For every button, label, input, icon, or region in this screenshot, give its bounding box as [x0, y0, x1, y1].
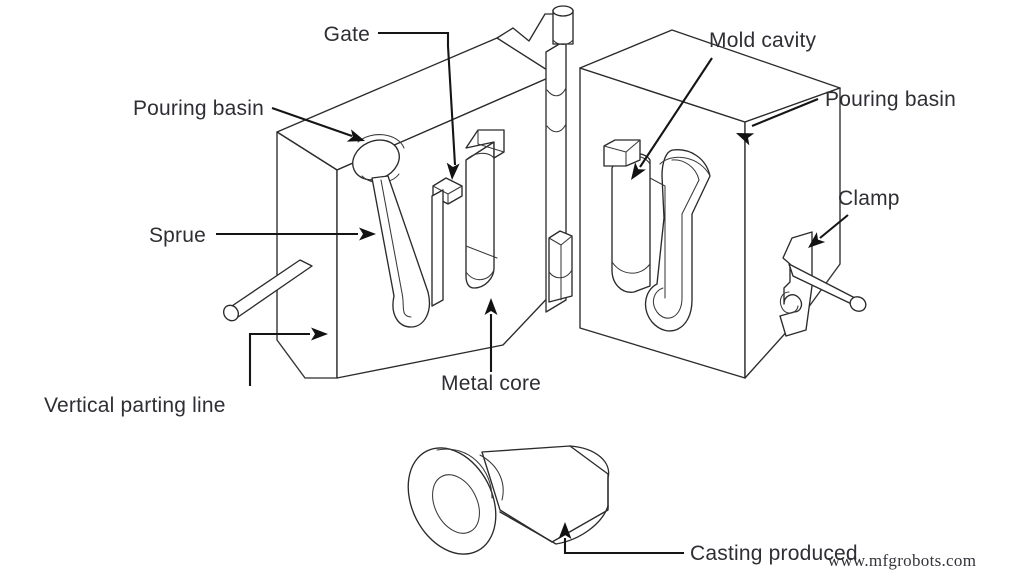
mold-cavity-body: [611, 152, 651, 293]
sprue-channel: [371, 175, 430, 328]
casting-flange-bore: [432, 474, 480, 534]
left-runner-slot: [431, 189, 444, 307]
hinge-joint-1: [546, 87, 567, 97]
hinge-top-pin-base: [552, 39, 574, 46]
clamp-hook-notch: [779, 291, 799, 314]
casting-flange-back-rim: [436, 448, 493, 499]
arrowhead-metal-core: [484, 298, 498, 315]
hinge-bottom-pin-ring: [548, 269, 573, 279]
label-gate: Gate: [324, 23, 370, 46]
label-clamp: Clamp: [838, 187, 900, 210]
leader-line-pouring-basin-left: [271, 107, 353, 137]
pouring-basin-left-feature: [352, 134, 405, 184]
leader-line-pouring-basin-right: [751, 98, 819, 127]
casting-flange-thickness: [479, 454, 504, 501]
arrowhead-pouring-basin-left: [346, 129, 365, 142]
mold-cavity-feature: [603, 139, 666, 299]
casting-flange-outer: [407, 447, 497, 555]
mold-cavity-bottom-arc: [611, 261, 651, 274]
arrowhead-casting-produced: [558, 522, 572, 539]
label-vertical-parting-line: Vertical parting line: [44, 394, 226, 417]
left-clamp-rod: [222, 259, 313, 322]
arrowhead-vertical-parting-line: [311, 327, 328, 341]
arrowhead-gate: [446, 162, 460, 180]
metal-core-top-arc: [465, 152, 495, 161]
mold-cavity-flange-recess: [603, 139, 641, 167]
sprue-feature: [371, 175, 430, 328]
casting-barrel-bottom-arc: [499, 505, 609, 545]
metal-core-body: [465, 141, 495, 289]
label-pouring-basin-left: Pouring basin: [133, 97, 264, 120]
watermark: www.mfgrobots.com: [828, 551, 976, 570]
metal-core-feature: [465, 129, 505, 289]
clamp-feature: [779, 231, 867, 337]
arrowhead-mold-cavity: [631, 162, 646, 180]
leader-lines-group: [216, 31, 849, 555]
arrowhead-clamp: [808, 232, 826, 248]
arrowhead-sprue: [359, 227, 376, 241]
hinge-pin-assembly: [545, 5, 574, 313]
label-metal-core: Metal core: [441, 372, 541, 395]
hinge-joint-2: [546, 123, 567, 133]
casting-produced-part: [407, 445, 610, 555]
metal-core-bottom-arc: [465, 269, 495, 281]
label-pouring-basin-right: Pouring basin: [825, 88, 956, 111]
leader-line-gate: [378, 31, 457, 166]
arrowhead-pouring-basin-right: [736, 133, 755, 146]
right-mold-half: [579, 29, 867, 379]
label-mold-cavity: Mold cavity: [709, 29, 817, 52]
clamp-body: [779, 231, 813, 337]
pouring-basin-right-rim: [659, 156, 711, 177]
left-mold-half: [222, 13, 567, 379]
right-sprue-cavity-inner: [652, 159, 700, 319]
left-clamp-rod-end: [222, 304, 240, 322]
left-mold-front-face: [276, 131, 338, 379]
mold-cavity-side-step: [649, 177, 666, 299]
casting-barrel: [481, 445, 609, 543]
sprue-inner-line: [380, 179, 412, 318]
leader-line-casting-produced: [563, 538, 684, 555]
casting-barrel-top-arc: [569, 445, 610, 509]
leader-line-vertical-parting-line: [248, 332, 310, 386]
metal-core-face-line: [465, 245, 498, 259]
hinge-top-pin-cap: [552, 5, 574, 17]
left-runner-wall: [431, 189, 444, 307]
right-sprue-cavity: [644, 149, 711, 332]
leader-line-mold-cavity: [639, 57, 713, 168]
leader-line-clamp: [819, 214, 849, 239]
label-sprue: Sprue: [149, 224, 206, 247]
label-casting-produced: Casting produced: [690, 542, 858, 565]
pouring-basin-right-feature: [644, 149, 711, 332]
metal-core-print-edge: [477, 129, 505, 153]
left-mold-bottom-chamfer: [276, 339, 306, 379]
clamp-rod-end: [849, 296, 867, 312]
